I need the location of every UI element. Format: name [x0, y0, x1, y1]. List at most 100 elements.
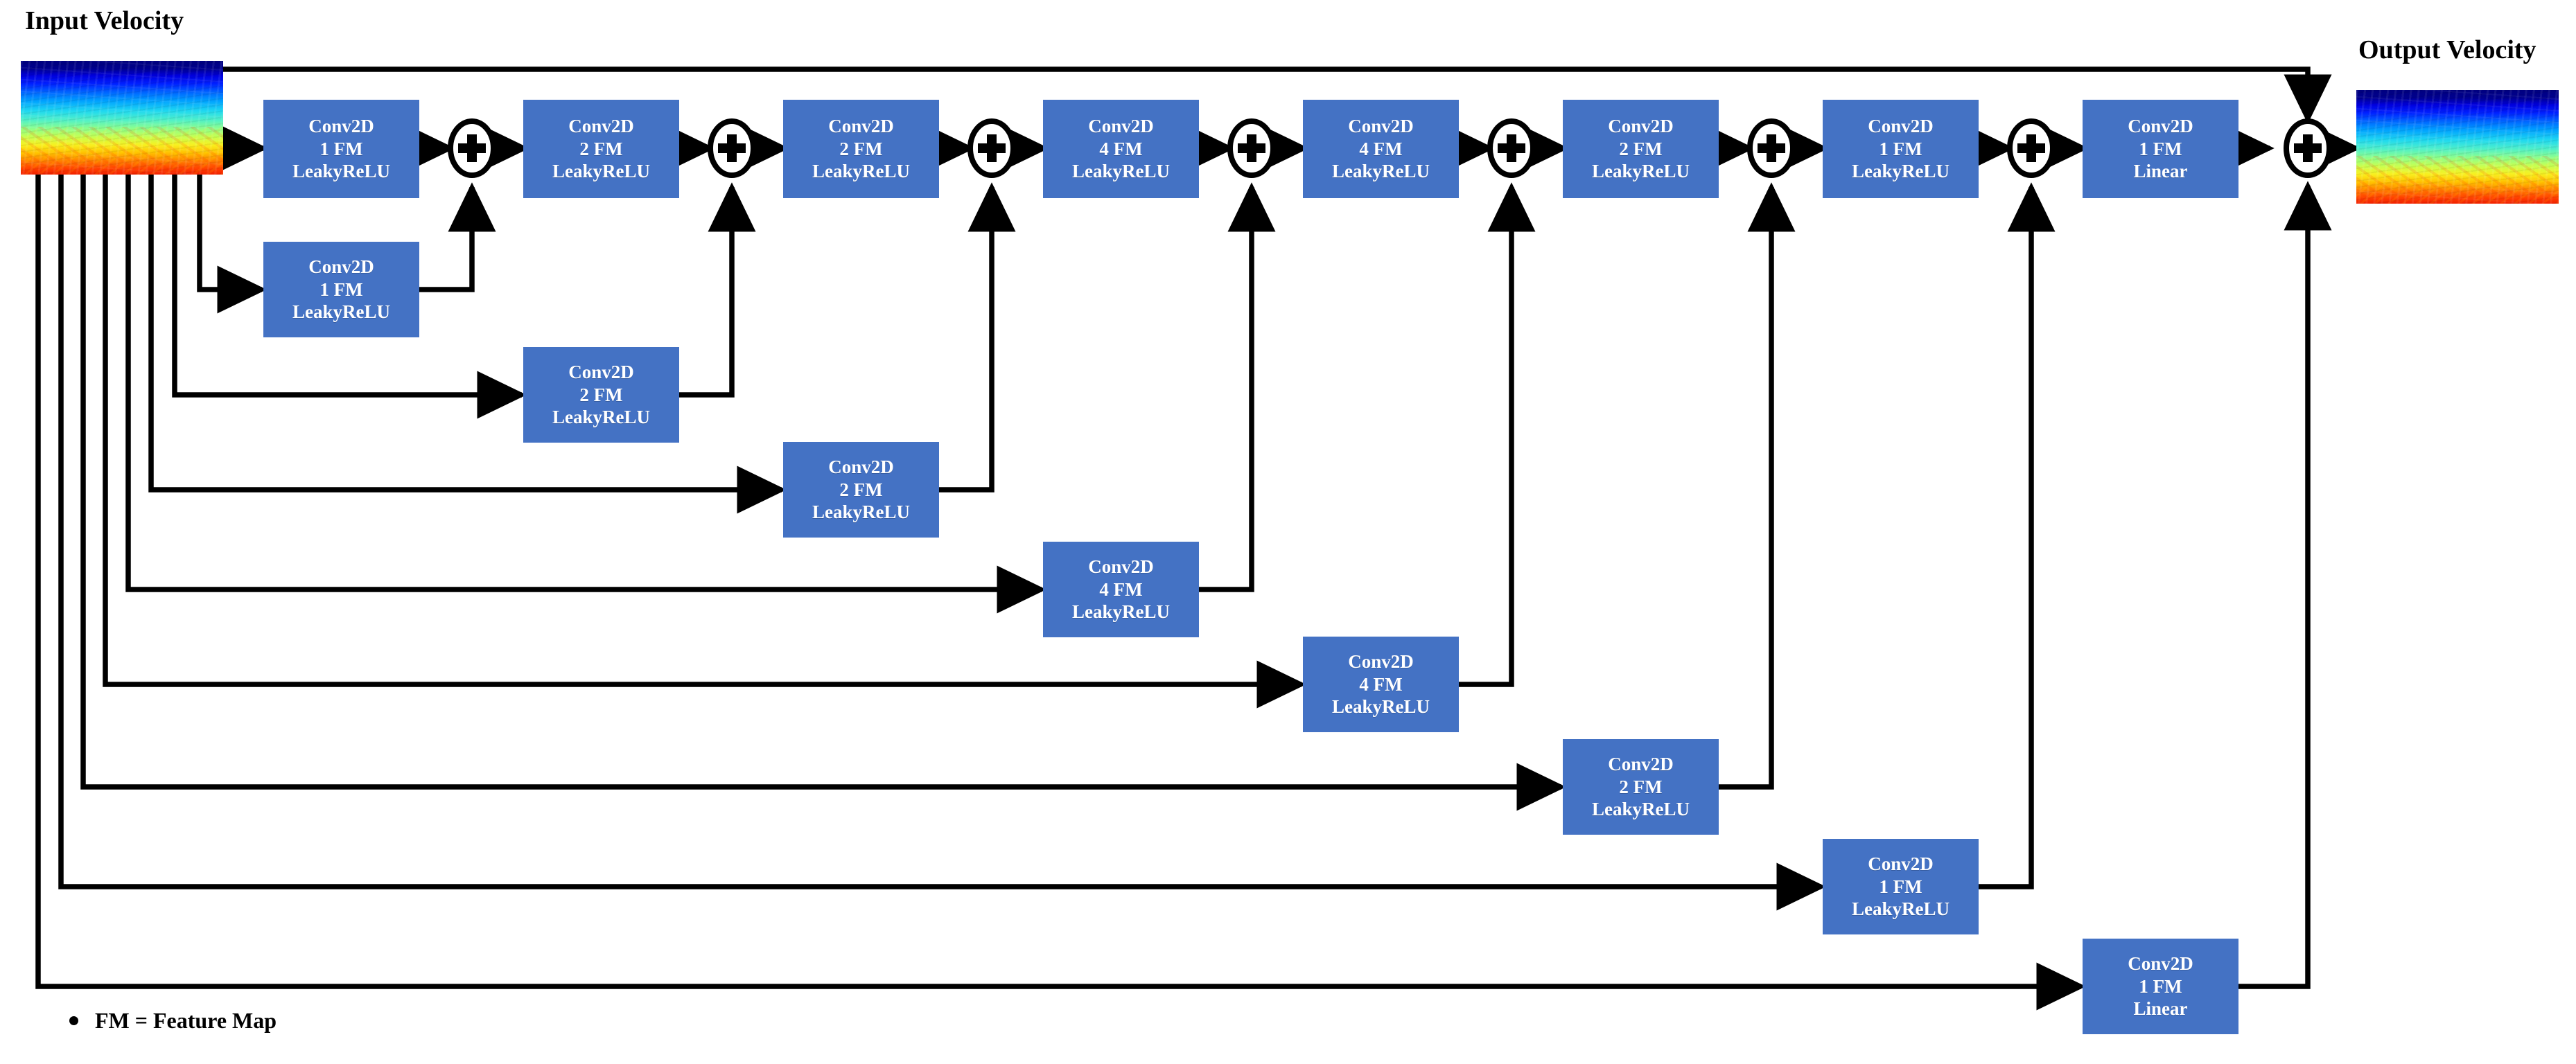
wire-branch1-to-add1 — [419, 182, 496, 292]
output-velocity-texture — [2356, 90, 2559, 204]
branch-conv-block-4[interactable]: Conv2D 4 FM LeakyReLU — [1043, 542, 1199, 637]
input-velocity-image — [21, 61, 223, 175]
branch-conv-block-1-line2: 1 FM — [319, 278, 363, 300]
wire-branch8-to-add8 — [2238, 181, 2332, 989]
adder-plus-icon-6 — [1758, 134, 1785, 162]
main-conv-block-5-line2: 4 FM — [1359, 138, 1403, 159]
wire-tap7-to-branch7 — [58, 175, 1826, 911]
branch-conv-block-3-line2: 2 FM — [839, 479, 883, 500]
branch-conv-block-1-line3: LeakyReLU — [292, 301, 390, 323]
branch-conv-block-5-line2: 4 FM — [1359, 673, 1403, 695]
branch-conv-block-2[interactable]: Conv2D 2 FM LeakyReLU — [523, 347, 679, 443]
main-conv-block-8-line3: Linear — [2133, 161, 2188, 182]
main-conv-block-2-line1: Conv2D — [568, 116, 634, 137]
input-velocity-texture — [21, 61, 223, 175]
adder-plus-icon-1 — [458, 134, 486, 162]
branch-conv-block-5[interactable]: Conv2D 4 FM LeakyReLU — [1303, 637, 1459, 732]
main-conv-block-8-line2: 1 FM — [2139, 138, 2182, 159]
wire-tap5-to-branch5 — [103, 175, 1306, 709]
branch-conv-block-2-line1: Conv2D — [568, 362, 634, 383]
input-velocity-texture-warm — [21, 127, 223, 175]
adder-plus-icon-2 — [718, 134, 746, 162]
main-conv-block-6-line2: 2 FM — [1619, 138, 1663, 159]
branch-conv-block-2-line3: LeakyReLU — [552, 407, 650, 428]
wire-branch3-to-add3 — [939, 182, 1016, 493]
main-conv-block-7-line3: LeakyReLU — [1852, 161, 1949, 182]
wire-tap3-to-branch3 — [148, 175, 787, 514]
output-velocity-title: Output Velocity — [2358, 35, 2536, 64]
branch-conv-block-1[interactable]: Conv2D 1 FM LeakyReLU — [263, 242, 419, 337]
branch-conv-block-4-line2: 4 FM — [1099, 578, 1143, 600]
adder-plus-icon-5 — [1498, 134, 1525, 162]
branch-conv-block-5-line1: Conv2D — [1348, 651, 1414, 673]
main-conv-block-2[interactable]: Conv2D 2 FM LeakyReLU — [523, 100, 679, 198]
adder-plus-icon-8 — [2294, 134, 2322, 162]
main-conv-block-5-line3: LeakyReLU — [1332, 161, 1430, 182]
main-conv-block-8[interactable]: Conv2D 1 FM Linear — [2083, 100, 2238, 198]
main-conv-block-3-line1: Conv2D — [828, 116, 894, 137]
main-conv-block-4-line2: 4 FM — [1099, 138, 1143, 159]
branch-conv-block-7-line3: LeakyReLU — [1852, 898, 1949, 920]
branch-conv-block-3-line3: LeakyReLU — [812, 502, 910, 523]
adder-plus-icon-3 — [978, 134, 1006, 162]
wire-global-skip-top — [222, 66, 2332, 124]
main-conv-block-5-line1: Conv2D — [1348, 116, 1414, 137]
input-velocity-title: Input Velocity — [25, 6, 184, 35]
main-conv-block-1-line2: 1 FM — [319, 138, 363, 159]
wire-branch5-to-add5 — [1459, 182, 1536, 687]
main-conv-block-7[interactable]: Conv2D 1 FM LeakyReLU — [1823, 100, 1979, 198]
legend-bullet-icon — [69, 1016, 78, 1025]
branch-conv-block-5-line3: LeakyReLU — [1332, 696, 1430, 718]
main-conv-block-3[interactable]: Conv2D 2 FM LeakyReLU — [783, 100, 939, 198]
wire-branch6-to-add6 — [1719, 182, 1796, 790]
branch-conv-block-8[interactable]: Conv2D 1 FM Linear — [2083, 939, 2238, 1034]
wire-tap1-to-branch1 — [197, 175, 267, 314]
branch-conv-block-8-line3: Linear — [2133, 998, 2188, 1020]
branch-conv-block-7[interactable]: Conv2D 1 FM LeakyReLU — [1823, 839, 1979, 934]
branch-conv-block-1-line1: Conv2D — [308, 256, 374, 278]
main-conv-block-1[interactable]: Conv2D 1 FM LeakyReLU — [263, 100, 419, 198]
output-velocity-image — [2356, 90, 2559, 204]
branch-conv-block-2-line2: 2 FM — [579, 384, 623, 405]
main-conv-block-8-line1: Conv2D — [2128, 116, 2193, 137]
main-conv-block-7-line2: 1 FM — [1879, 138, 1922, 159]
main-conv-block-5[interactable]: Conv2D 4 FM LeakyReLU — [1303, 100, 1459, 198]
branch-conv-block-8-line2: 1 FM — [2139, 975, 2182, 997]
main-conv-block-6[interactable]: Conv2D 2 FM LeakyReLU — [1563, 100, 1719, 198]
branch-conv-block-7-line2: 1 FM — [1879, 876, 1922, 897]
wire-branch7-to-add7 — [1979, 182, 2056, 889]
wire-branch4-to-add4 — [1199, 182, 1276, 592]
output-velocity-texture-warm — [2356, 156, 2559, 204]
main-conv-block-2-line3: LeakyReLU — [552, 161, 650, 182]
branch-conv-block-7-line1: Conv2D — [1868, 853, 1934, 875]
main-conv-block-2-line2: 2 FM — [579, 138, 623, 159]
adder-plus-icon-7 — [2017, 134, 2045, 162]
wire-tap2-to-branch2 — [172, 175, 527, 419]
main-conv-block-3-line2: 2 FM — [839, 138, 883, 159]
branch-conv-block-6-line1: Conv2D — [1608, 754, 1674, 775]
wire-tap4-to-branch4 — [125, 175, 1046, 614]
main-conv-block-1-line1: Conv2D — [308, 116, 374, 137]
main-conv-block-3-line3: LeakyReLU — [812, 161, 910, 182]
legend-fm: FM = Feature Map — [69, 1008, 277, 1034]
main-conv-block-4-line1: Conv2D — [1088, 116, 1154, 137]
main-conv-block-1-line3: LeakyReLU — [292, 161, 390, 182]
branch-conv-block-8-line1: Conv2D — [2128, 953, 2193, 975]
wire-tap6-to-branch6 — [80, 175, 1566, 811]
main-conv-block-6-line3: LeakyReLU — [1592, 161, 1690, 182]
branch-conv-block-3[interactable]: Conv2D 2 FM LeakyReLU — [783, 442, 939, 538]
branch-conv-block-6-line2: 2 FM — [1619, 776, 1663, 797]
legend-fm-text: FM = Feature Map — [95, 1008, 277, 1033]
wire-branch2-to-add2 — [679, 182, 756, 398]
branch-conv-block-6[interactable]: Conv2D 2 FM LeakyReLU — [1563, 739, 1719, 835]
wire-tap8-to-branch8 — [35, 175, 2086, 1011]
main-conv-block-4[interactable]: Conv2D 4 FM LeakyReLU — [1043, 100, 1199, 198]
main-conv-block-6-line1: Conv2D — [1608, 116, 1674, 137]
branch-conv-block-4-line1: Conv2D — [1088, 556, 1154, 578]
main-conv-block-7-line1: Conv2D — [1868, 116, 1934, 137]
branch-conv-block-6-line3: LeakyReLU — [1592, 799, 1690, 820]
branch-conv-block-3-line1: Conv2D — [828, 456, 894, 478]
